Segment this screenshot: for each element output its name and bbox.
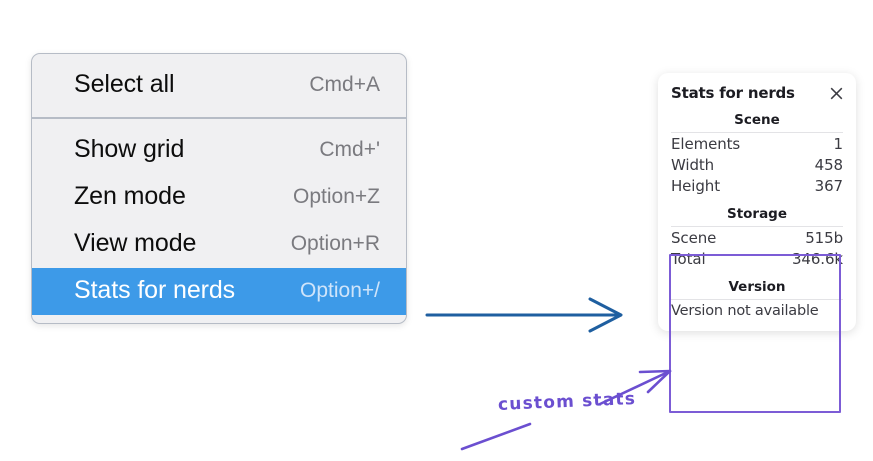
canvas-context-menu[interactable]: Select all Cmd+A Show grid Cmd+' Zen mod… (31, 53, 407, 324)
stats-for-nerds-panel[interactable]: Stats for nerds Scene Elements 1 Width 4… (658, 73, 856, 331)
stat-value: 346.6k (791, 250, 843, 268)
menu-section-1: Select all Cmd+A (32, 54, 406, 117)
menu-item-show-grid[interactable]: Show grid Cmd+' (32, 127, 406, 174)
menu-item-shortcut: Cmd+' (319, 137, 380, 161)
stat-value: 458 (814, 156, 843, 174)
stat-key: Width (671, 156, 715, 174)
stat-row: Scene 515b (671, 227, 843, 248)
menu-item-zen-mode[interactable]: Zen mode Option+Z (32, 174, 406, 221)
stats-panel-body: Scene Elements 1 Width 458 Height 367 St… (658, 102, 856, 319)
stat-value: 1 (833, 135, 844, 153)
stat-row: Elements 1 (671, 133, 843, 154)
version-note: Version not available (671, 303, 819, 319)
menu-item-stats-for-nerds[interactable]: Stats for nerds Option+/ (32, 268, 406, 315)
menu-item-shortcut: Cmd+A (309, 72, 380, 96)
section-heading-scene: Scene (671, 102, 843, 133)
menu-item-view-mode[interactable]: View mode Option+R (32, 221, 406, 268)
section-heading-version: Version (671, 269, 843, 300)
stat-row: Height 367 (671, 175, 843, 196)
stat-value: 515b (805, 229, 843, 247)
annotation-callout-text: custom stats (497, 388, 637, 416)
stat-key: Height (671, 177, 720, 195)
menu-item-label: View mode (74, 229, 197, 257)
stat-key: Total (671, 250, 706, 268)
menu-item-shortcut: Option+/ (300, 278, 380, 302)
menu-item-label: Zen mode (74, 182, 186, 210)
stat-row: Width 458 (671, 154, 843, 175)
menu-section-2: Show grid Cmd+' Zen mode Option+Z View m… (32, 117, 406, 323)
stat-row: Total 346.6k (671, 248, 843, 269)
close-icon[interactable] (827, 84, 845, 102)
menu-item-select-all[interactable]: Select all Cmd+A (32, 62, 406, 109)
stat-key: Scene (671, 229, 717, 247)
menu-item-shortcut: Option+Z (293, 184, 380, 208)
stats-panel-header: Stats for nerds (658, 83, 856, 102)
section-heading-storage: Storage (671, 196, 843, 227)
stats-panel-title: Stats for nerds (671, 84, 795, 102)
menu-item-label: Stats for nerds (74, 276, 236, 304)
menu-item-label: Show grid (74, 135, 185, 163)
menu-item-label: Select all (74, 70, 175, 98)
blue-arrow-right (425, 297, 623, 333)
menu-item-shortcut: Option+R (290, 231, 380, 255)
stat-key: Elements (671, 135, 741, 153)
purple-line (460, 422, 532, 451)
stat-value: 367 (814, 177, 843, 195)
